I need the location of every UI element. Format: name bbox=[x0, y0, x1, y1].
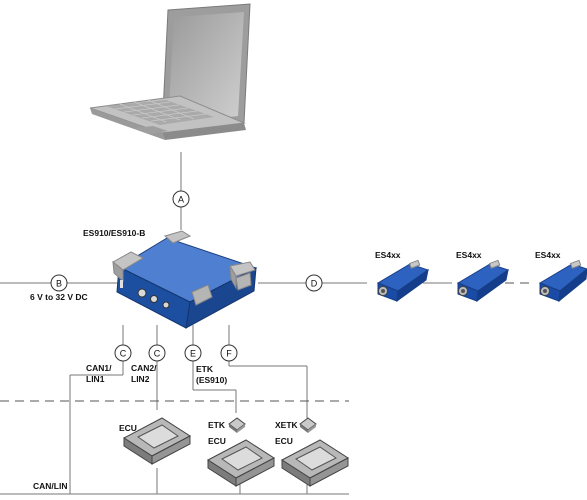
can2-label-line1: CAN2/ bbox=[131, 363, 157, 373]
connection-lines bbox=[0, 152, 531, 495]
es4xx-label-3: ES4xx bbox=[535, 250, 561, 260]
etk-port-label-line2: (ES910) bbox=[196, 375, 227, 385]
es910-device bbox=[112, 230, 258, 329]
ecu-icon-1 bbox=[123, 417, 191, 465]
svg-text:C: C bbox=[120, 349, 127, 359]
ecu-label-1: ECU bbox=[119, 423, 137, 433]
es4xx-label-1: ES4xx bbox=[375, 250, 401, 260]
es4xx-module-3 bbox=[538, 259, 587, 303]
etk-tag-label: ETK bbox=[208, 420, 226, 430]
etk-port-label-line1: ETK bbox=[196, 364, 214, 374]
svg-text:D: D bbox=[311, 279, 318, 289]
connector-marker-d: D bbox=[305, 274, 323, 292]
es4xx-module-1 bbox=[376, 259, 430, 303]
xetk-chip-icon bbox=[299, 417, 317, 433]
es4xx-module-2 bbox=[456, 259, 510, 303]
connector-marker-b: B bbox=[50, 274, 68, 292]
device-label: ES910/ES910-B bbox=[83, 228, 145, 238]
xetk-tag-label: XETK bbox=[275, 420, 299, 430]
svg-text:B: B bbox=[56, 279, 62, 289]
laptop-icon bbox=[89, 3, 251, 140]
etk-chip-icon bbox=[228, 417, 246, 433]
connector-marker-c2: C bbox=[148, 344, 166, 362]
svg-text:A: A bbox=[178, 195, 184, 205]
connector-marker-e: E bbox=[184, 344, 202, 362]
svg-text:F: F bbox=[226, 349, 232, 359]
svg-text:C: C bbox=[154, 349, 161, 359]
connector-marker-a: A bbox=[172, 190, 190, 208]
can2-label-line2: LIN2 bbox=[131, 374, 150, 384]
ecu-label-2: ECU bbox=[208, 436, 226, 446]
connector-marker-c1: C bbox=[114, 344, 132, 362]
es4xx-label-2: ES4xx bbox=[456, 250, 482, 260]
can1-label-line2: LIN1 bbox=[86, 374, 105, 384]
can1-label-line1: CAN1/ bbox=[86, 363, 112, 373]
power-label: 6 V to 32 V DC bbox=[30, 292, 88, 302]
ecu-icon-3 bbox=[281, 439, 349, 487]
connector-marker-f: F bbox=[220, 344, 238, 362]
svg-text:E: E bbox=[190, 349, 196, 359]
ecu-icon-2 bbox=[207, 439, 275, 487]
bus-label: CAN/LIN bbox=[33, 481, 67, 491]
ecu-label-3: ECU bbox=[275, 436, 293, 446]
